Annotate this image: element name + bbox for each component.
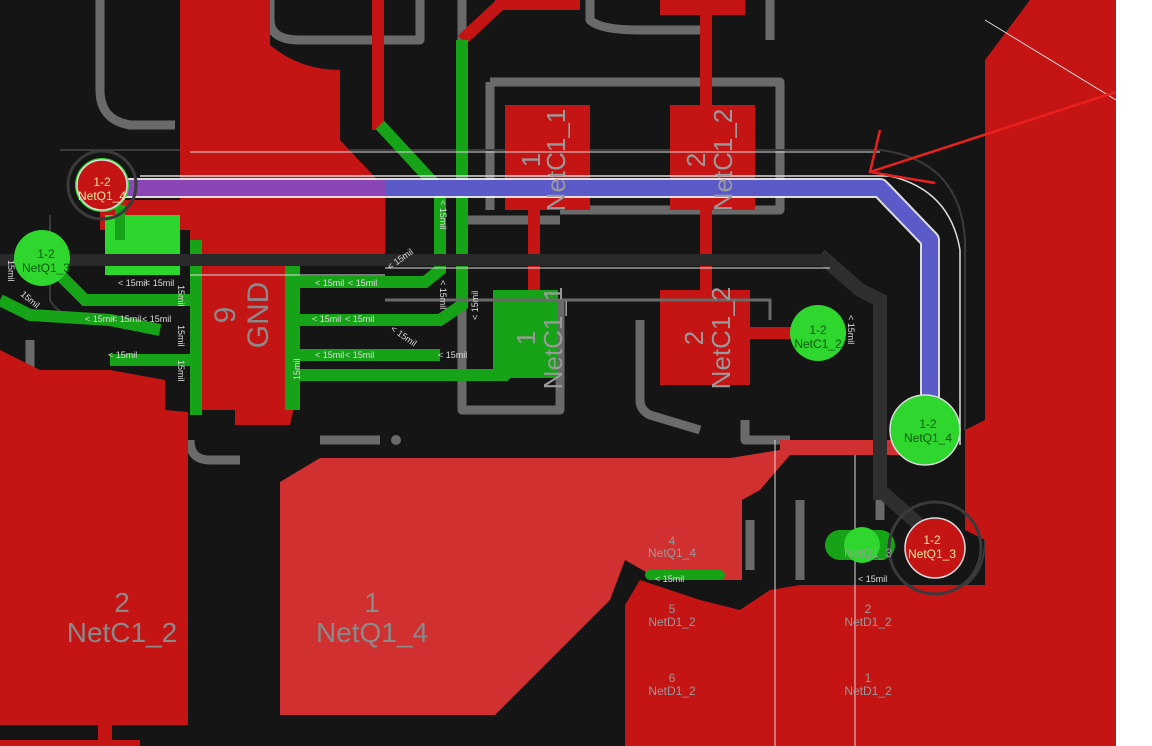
pad-net: NetC1_2 (706, 287, 736, 390)
svg-text:NetQ1_3: NetQ1_3 (908, 547, 956, 561)
gnd-pin-number: 9 (209, 307, 242, 324)
svg-text:< 15mil: < 15mil (858, 574, 887, 584)
netd1-2-pour[interactable] (625, 580, 985, 746)
svg-text:< 15mil: < 15mil (315, 350, 344, 360)
pad-top-left[interactable] (495, 0, 580, 10)
svg-text:1-2: 1-2 (919, 417, 937, 431)
highlighted-trace-netq1-4[interactable] (100, 178, 940, 425)
svg-text:15mil: 15mil (292, 358, 302, 380)
window-margin (1116, 0, 1152, 746)
svg-text:NetD1_2: NetD1_2 (844, 684, 892, 698)
svg-text:< 15mil: < 15mil (655, 574, 684, 584)
svg-text:< 15mil: < 15mil (846, 315, 856, 344)
svg-text:NetQ1_4: NetQ1_4 (648, 546, 696, 560)
pad-number: 1 (516, 153, 546, 167)
netq1-4-copper-pour[interactable] (280, 440, 915, 715)
svg-text:1: 1 (865, 671, 872, 685)
pad-net: NetC1_2 (67, 617, 178, 648)
svg-text:< 15mil: < 15mil (312, 314, 341, 324)
gnd-copper-pour[interactable] (58, 0, 385, 425)
svg-text:1-2: 1-2 (93, 175, 111, 189)
pad-top-right[interactable] (660, 0, 745, 15)
svg-text:< 15mil: < 15mil (389, 323, 419, 348)
annotation-arrow (868, 90, 1116, 185)
svg-text:NetD1_2: NetD1_2 (648, 684, 696, 698)
pad-net: NetC1_2 (708, 109, 738, 212)
right-copper-pour[interactable] (965, 0, 1116, 746)
svg-text:NetQ1_4: NetQ1_4 (904, 431, 952, 445)
svg-text:6: 6 (669, 671, 676, 685)
netc1-2-left-pour[interactable] (0, 350, 188, 725)
pad-net: NetC1_1 (538, 287, 568, 390)
svg-text:< 15mil: < 15mil (112, 314, 141, 324)
via-q1-4-right[interactable] (889, 394, 961, 466)
svg-text:< 15mil: < 15mil (438, 280, 448, 309)
svg-text:< 15mil: < 15mil (345, 350, 374, 360)
svg-text:15mil: 15mil (6, 260, 16, 282)
pad-net: NetC1_1 (541, 109, 571, 212)
svg-text:NetD1_2: NetD1_2 (648, 615, 696, 629)
svg-text:< 15mil: < 15mil (145, 278, 174, 288)
svg-text:NetC1_2: NetC1_2 (794, 337, 842, 351)
svg-text:1-2: 1-2 (37, 247, 55, 261)
pcb-layout[interactable]: 9 GND 1 NetC1_1 2 NetC1_2 1 NetC1_1 2 Ne… (0, 0, 1116, 746)
via-q1-3-left[interactable] (14, 230, 70, 286)
svg-text:< 15mil: < 15mil (470, 291, 480, 320)
via-c1-2[interactable] (790, 305, 846, 361)
bottom-copper-layer (0, 40, 895, 580)
silk-dot (391, 435, 401, 445)
pad-c1-1-lower[interactable] (493, 290, 558, 378)
svg-text:< 15mil: < 15mil (142, 314, 171, 324)
via-q1-3-right[interactable] (887, 500, 983, 596)
svg-text:15mil: 15mil (176, 360, 186, 382)
svg-text:2: 2 (865, 602, 872, 616)
svg-text:15mil: 15mil (176, 325, 186, 347)
svg-text:1-2: 1-2 (923, 533, 941, 547)
svg-text:15mil: 15mil (176, 285, 186, 307)
svg-text:< 15mil: < 15mil (348, 278, 377, 288)
via-q1-4-left[interactable] (66, 149, 138, 221)
svg-text:4: 4 (669, 534, 676, 548)
svg-text:< 15mil: < 15mil (118, 278, 147, 288)
pad-number: 1 (511, 331, 541, 345)
gnd-net-label: GND (242, 282, 275, 349)
svg-text:NetD1_2: NetD1_2 (844, 615, 892, 629)
svg-text:5: 5 (669, 602, 676, 616)
svg-text:< 15mil: < 15mil (438, 200, 448, 229)
pad-number: 1 (364, 587, 380, 618)
svg-text:NetQ1_3: NetQ1_3 (844, 546, 892, 560)
pad-number: 2 (681, 153, 711, 167)
top-copper-layer (0, 0, 1116, 746)
pad-net: NetQ1_4 (316, 617, 428, 648)
pcb-labels: 9 GND 1 NetC1_1 2 NetC1_2 1 NetC1_1 2 Ne… (6, 109, 956, 698)
pad-number: 2 (679, 331, 709, 345)
svg-text:< 15mil: < 15mil (108, 350, 137, 360)
via-q1-3-middle[interactable] (844, 527, 880, 563)
pcb-canvas[interactable]: 9 GND 1 NetC1_1 2 NetC1_2 1 NetC1_1 2 Ne… (0, 0, 1116, 746)
pad-c1-2-lower[interactable] (660, 290, 750, 385)
dark-track (815, 249, 887, 500)
svg-text:NetQ1_4: NetQ1_4 (78, 189, 126, 203)
svg-text:< 15mil: < 15mil (345, 314, 374, 324)
pad-number: 2 (114, 587, 130, 618)
svg-text:< 15mil: < 15mil (438, 350, 467, 360)
svg-text:NetQ1_3: NetQ1_3 (22, 261, 70, 275)
svg-text:< 15mil: < 15mil (315, 278, 344, 288)
svg-text:1-2: 1-2 (809, 323, 827, 337)
svg-text:< 15mil: < 15mil (85, 314, 114, 324)
